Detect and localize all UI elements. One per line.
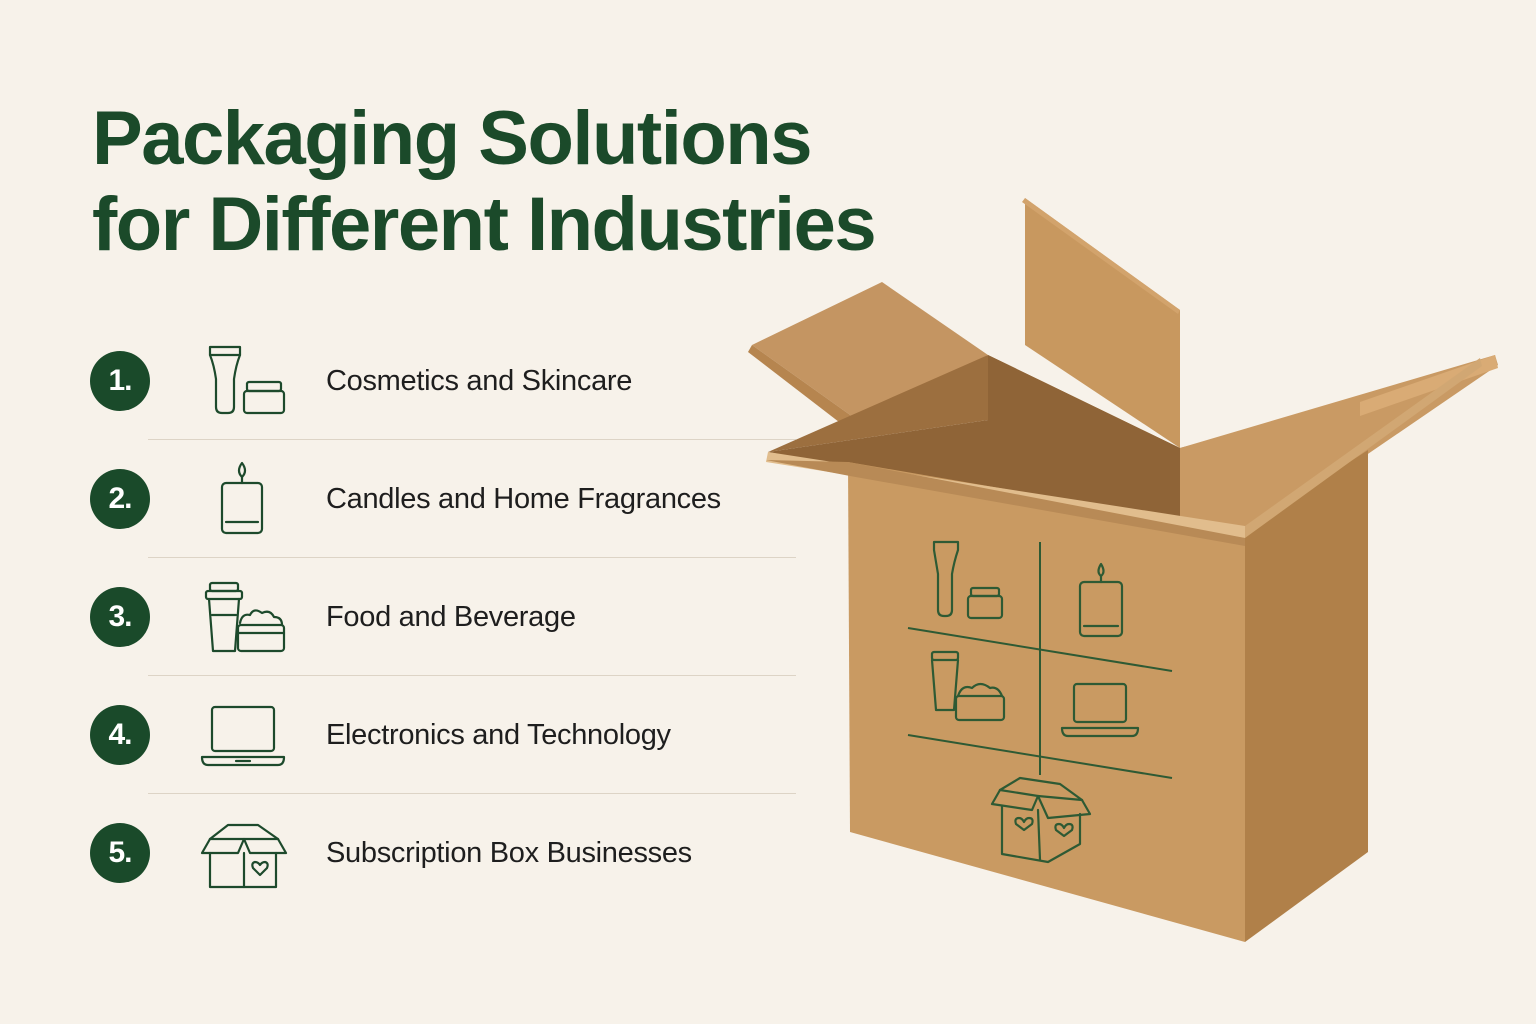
industry-label: Food and Beverage [326, 601, 576, 633]
list-item: 2. Candles and Home Fragrances [90, 440, 796, 558]
subscription-box-icon [198, 813, 288, 893]
candle-icon [198, 459, 288, 539]
cosmetics-icon [198, 341, 288, 421]
divider [148, 557, 796, 558]
number-badge: 5. [90, 823, 150, 883]
divider [148, 793, 796, 794]
title-line-1: Packaging Solutions [92, 96, 812, 181]
industry-label: Candles and Home Fragrances [326, 483, 721, 515]
food-beverage-icon [198, 577, 288, 657]
industry-label: Electronics and Technology [326, 719, 671, 751]
number-badge: 2. [90, 469, 150, 529]
divider [148, 439, 796, 440]
industry-list: 1. Cosmetics and Skincare 2. Candles and… [90, 322, 796, 912]
laptop-icon [198, 695, 288, 775]
industry-label: Subscription Box Businesses [326, 837, 692, 869]
list-item: 1. Cosmetics and Skincare [90, 322, 796, 440]
title-line-2: for Different Industries [92, 182, 877, 267]
number-badge: 4. [90, 705, 150, 765]
page-title: Packaging Solutions for Different Indust… [92, 96, 952, 268]
divider [148, 675, 796, 676]
cardboard-box-illustration [740, 190, 1520, 950]
number-badge: 3. [90, 587, 150, 647]
list-item: 5. Subscription Box Businesses [90, 794, 770, 912]
number-badge: 1. [90, 351, 150, 411]
industry-label: Cosmetics and Skincare [326, 365, 633, 397]
list-item: 3. Food and Beverage [90, 558, 796, 676]
list-item: 4. Electronics and Technology [90, 676, 796, 794]
